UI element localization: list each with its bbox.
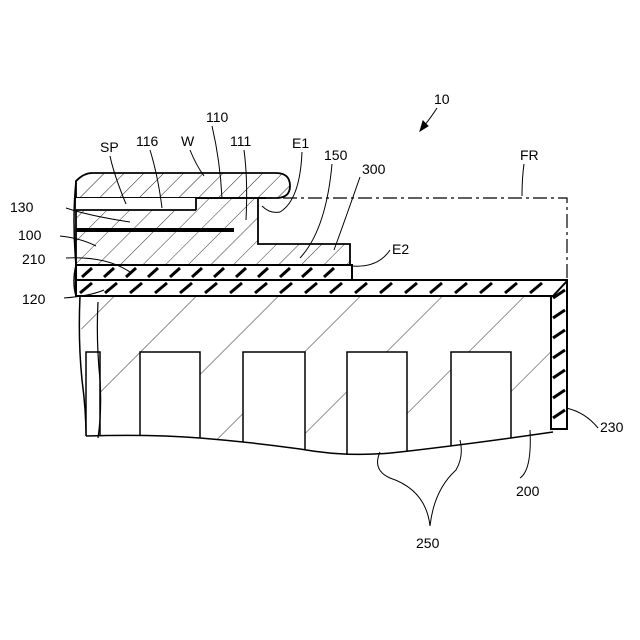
base-body-200 <box>79 296 553 462</box>
wafer-w <box>76 173 290 198</box>
label-150: 150 <box>324 147 348 163</box>
label-e2: E2 <box>392 241 409 257</box>
insulating-layer-230 <box>551 281 567 429</box>
label-116: 116 <box>136 133 159 149</box>
label-130: 130 <box>10 199 34 215</box>
label-120: 120 <box>22 291 46 307</box>
label-110: 110 <box>206 109 229 125</box>
label-111: 111 <box>230 133 251 149</box>
layer-210 <box>76 265 352 280</box>
label-e1: E1 <box>292 135 309 151</box>
label-210: 210 <box>22 251 46 267</box>
label-fr: FR <box>520 147 539 163</box>
label-250: 250 <box>416 535 440 551</box>
insulating-layer-120 <box>76 280 567 296</box>
label-sp: SP <box>100 139 119 155</box>
label-300: 300 <box>362 161 386 177</box>
label-200: 200 <box>516 483 540 499</box>
label-230: 230 <box>600 419 624 435</box>
label-w: W <box>181 133 195 149</box>
label-100: 100 <box>18 227 42 243</box>
space-sp <box>76 198 196 210</box>
label-10: 10 <box>434 91 450 107</box>
